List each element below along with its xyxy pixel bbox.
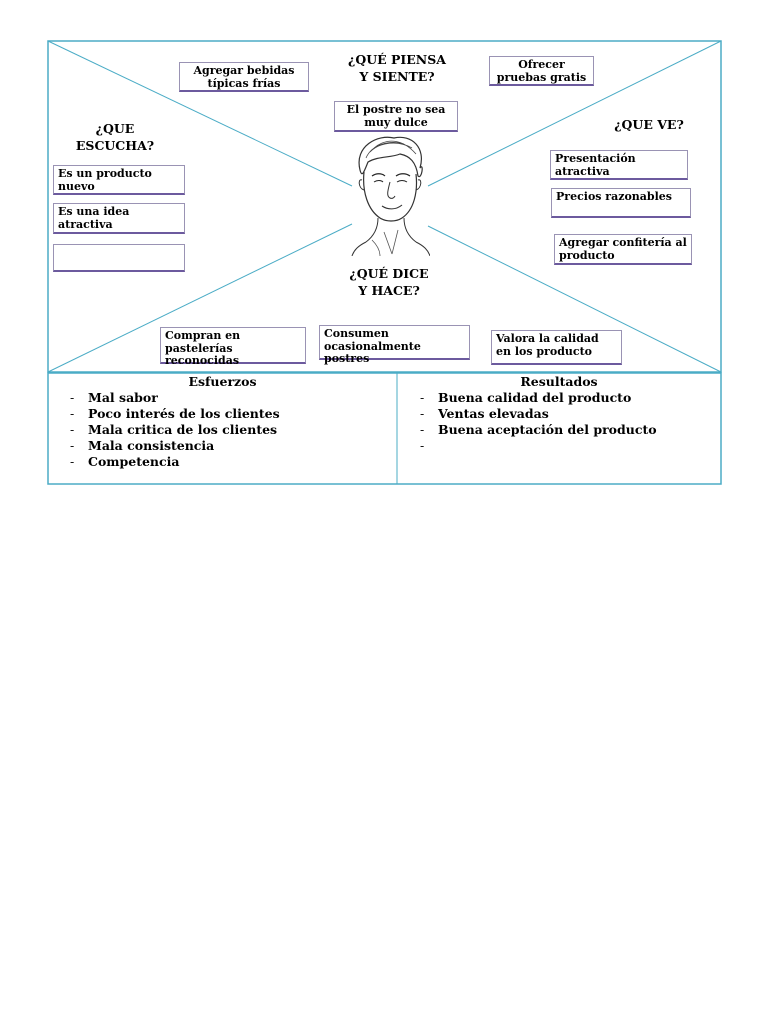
hears-note	[53, 244, 185, 272]
hears-note: Es una idea atractiva	[53, 203, 185, 234]
list-item: Competencia	[70, 454, 280, 470]
hears-label: ¿QUE ESCUCHA?	[75, 121, 155, 153]
sees-label: ¿QUE VE?	[614, 117, 684, 132]
list-item: Mala consistencia	[70, 438, 280, 454]
efforts-list: Mal sabor Poco interés de los clientes M…	[70, 390, 280, 470]
thinks-note: Ofrecer pruebas gratis	[489, 56, 594, 86]
sees-note: Agregar confitería al producto	[554, 234, 692, 265]
sees-note: Presentación atractiva	[550, 150, 688, 180]
says-does-label: ¿QUÉ DICE Y HACE?	[349, 266, 429, 298]
thinks-note: El postre no sea muy dulce	[334, 101, 458, 132]
says-note: Consumen ocasionalmente postres	[319, 325, 470, 365]
thinks-feels-label: ¿QUÉ PIENSA Y SIENTE?	[348, 52, 446, 84]
list-item: Buena aceptación del producto	[420, 422, 657, 438]
list-item: Buena calidad del producto	[420, 390, 657, 406]
efforts-title: Esfuerzos	[188, 374, 257, 389]
list-item: Poco interés de los clientes	[70, 406, 280, 422]
list-item: Mala critica de los clientes	[70, 422, 280, 438]
thinks-note: Agregar bebidas típicas frías	[179, 62, 309, 92]
sees-note: Precios razonables	[551, 188, 691, 218]
results-title: Resultados	[520, 374, 598, 389]
says-note: Compran en pastelerías reconocidas	[160, 327, 306, 367]
says-note: Valora la calidad en los producto	[491, 330, 622, 365]
list-item: Mal sabor	[70, 390, 280, 406]
person-sketch-icon	[351, 136, 430, 256]
list-item: Ventas elevadas	[420, 406, 657, 422]
results-list: Buena calidad del producto Ventas elevad…	[420, 390, 657, 454]
hears-note: Es un producto nuevo	[53, 165, 185, 195]
empathy-map-frame	[47, 40, 722, 485]
